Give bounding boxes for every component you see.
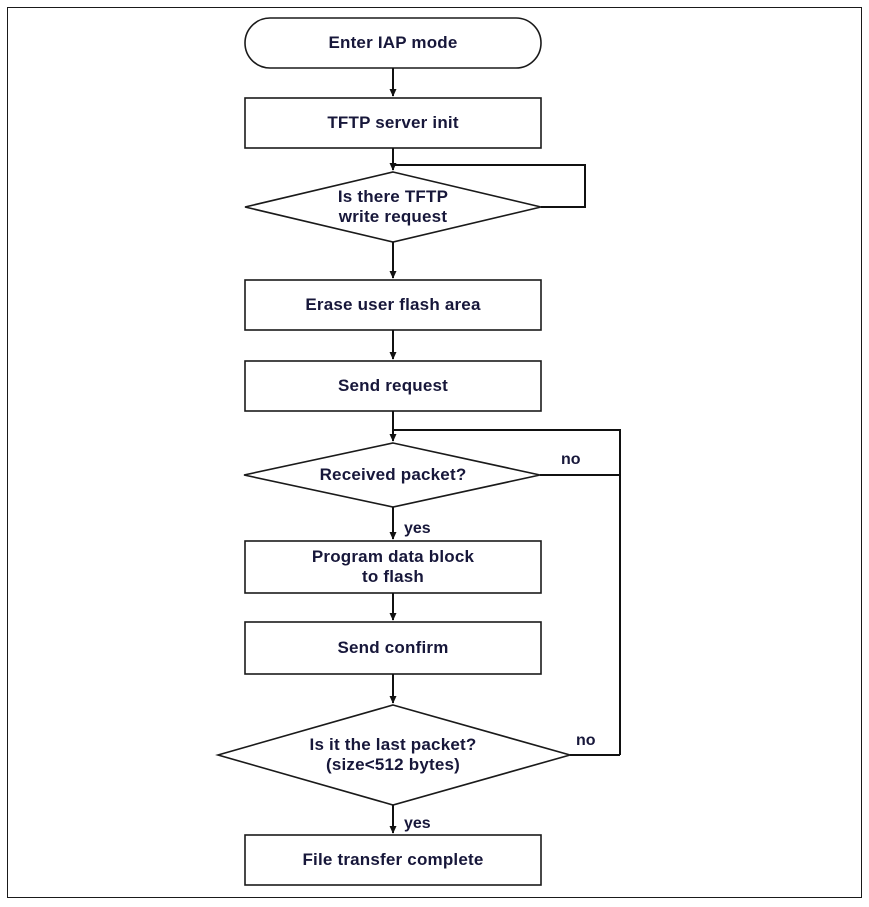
node-recv-packet[interactable] — [244, 443, 540, 507]
edge-write-req-loop — [393, 164, 586, 208]
node-tftp-init[interactable] — [245, 98, 541, 148]
node-complete-shape — [244, 834, 542, 886]
node-erase-shape — [244, 279, 542, 331]
node-erase[interactable] — [245, 280, 541, 330]
node-write-req[interactable] — [245, 176, 541, 238]
edge-return-trunk — [393, 429, 621, 755]
node-last-packet[interactable] — [218, 705, 570, 805]
node-program-shape — [244, 540, 542, 594]
node-send-confirm[interactable] — [245, 622, 541, 674]
node-program[interactable] — [245, 541, 541, 593]
node-complete[interactable] — [245, 835, 541, 885]
node-start[interactable] — [245, 18, 541, 68]
node-send-request[interactable] — [245, 361, 541, 411]
node-tftp-init-shape — [244, 97, 542, 149]
